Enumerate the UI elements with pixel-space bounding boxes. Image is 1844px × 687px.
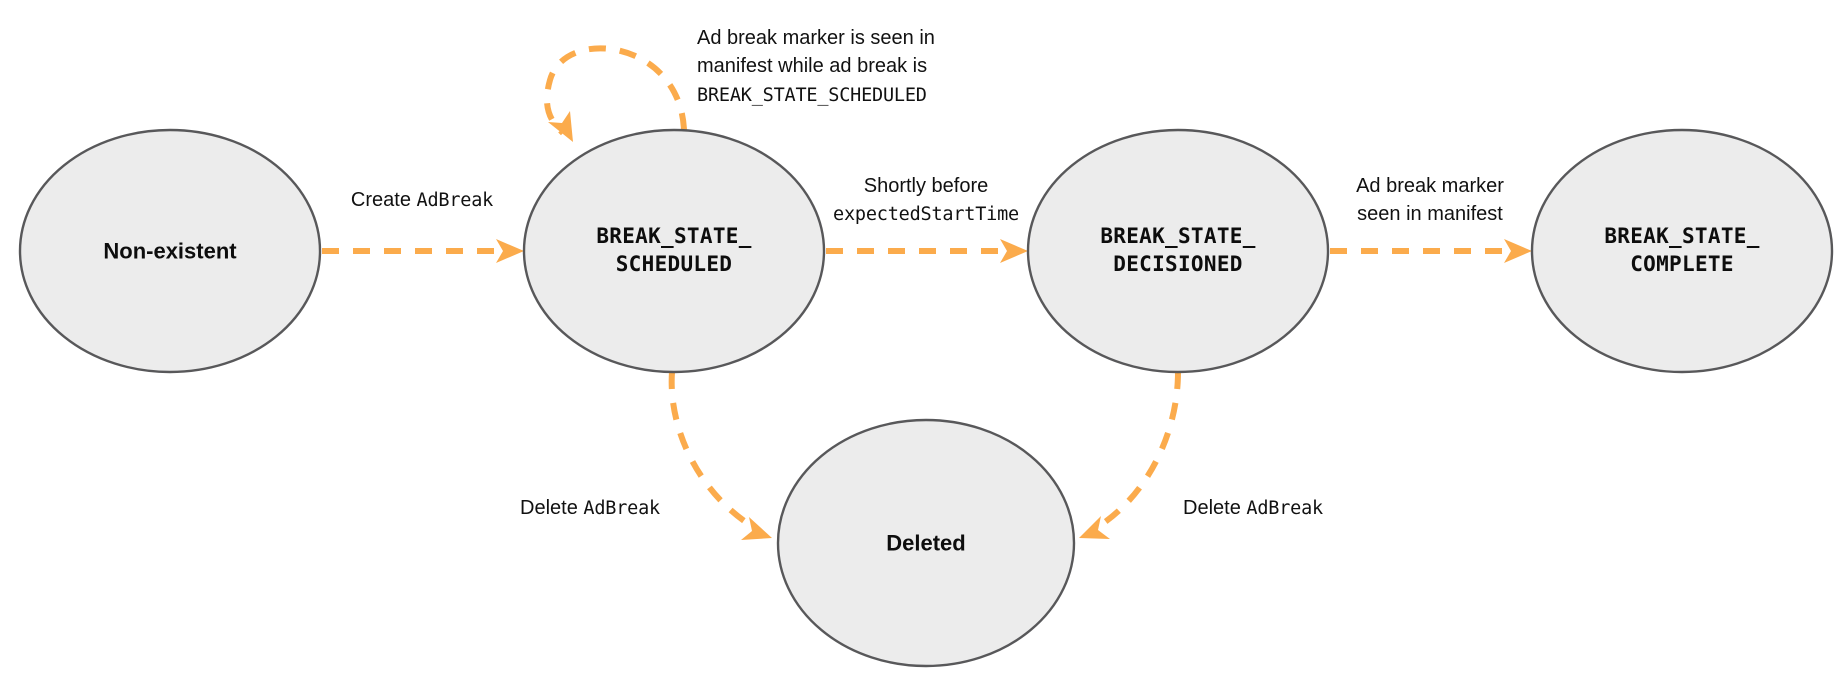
state-node-break-state-complete[interactable]	[1530, 128, 1834, 374]
state-node-non-existent[interactable]	[18, 128, 322, 374]
edge-delete-adbreak-from-decisioned[interactable]	[1079, 371, 1181, 539]
edge-shortly-before-expected-start-time[interactable]	[826, 239, 1028, 263]
state-node-break-state-decisioned[interactable]	[1026, 128, 1330, 374]
edge-delete-adbreak-from-scheduled[interactable]	[668, 371, 772, 540]
edge-ad-break-marker-seen-in-manifest[interactable]	[1330, 239, 1532, 263]
edge-self-loop-scheduled[interactable]	[543, 45, 687, 142]
state-node-break-state-scheduled[interactable]	[522, 128, 826, 374]
state-node-deleted[interactable]	[776, 418, 1076, 668]
edge-create-adbreak[interactable]	[322, 239, 524, 263]
